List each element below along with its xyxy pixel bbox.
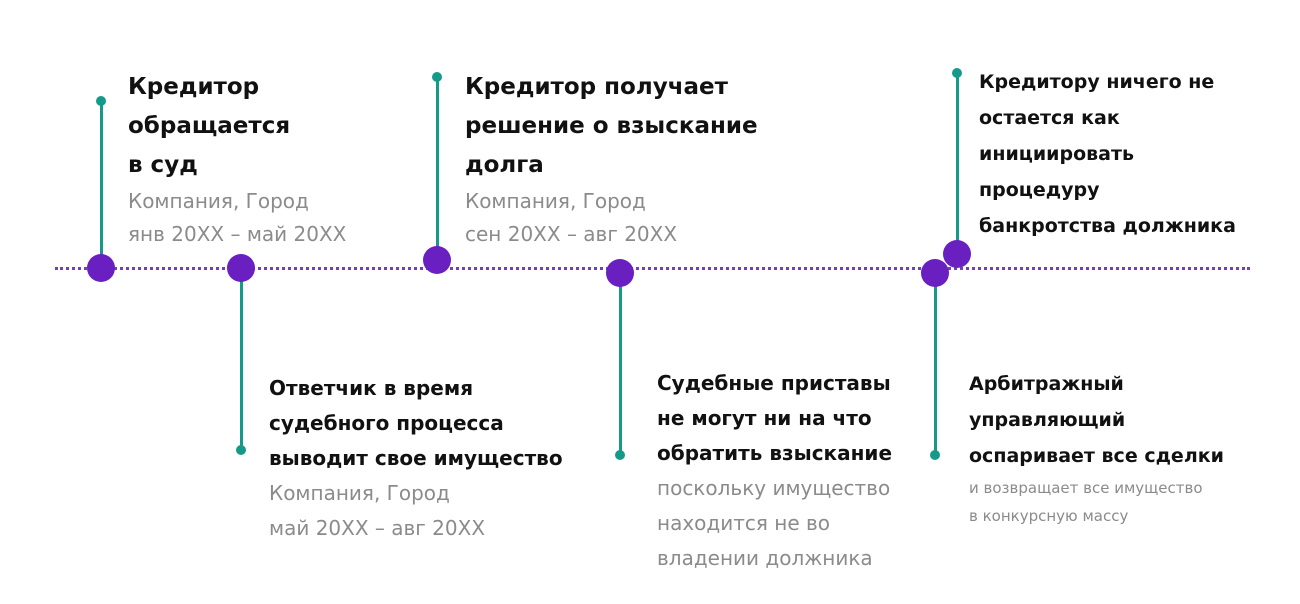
event-subtitle: поскольку имущество находится не во владен…: [657, 471, 892, 576]
event-title-line: Судебные приставы: [657, 371, 891, 395]
event-title-line: процедуру: [979, 179, 1100, 201]
event-stem: [239, 268, 243, 450]
timeline-axis: [55, 267, 1250, 270]
event-title: Ответчик в время судебного процесса выводи…: [269, 371, 563, 476]
event-subtitle-line: поскольку имущество: [657, 476, 891, 500]
event-title-line: обратить взыскание: [657, 441, 893, 465]
event-stem-tip: [930, 450, 940, 460]
event-stem: [435, 77, 439, 260]
event-title-line: обращается: [128, 113, 291, 139]
event-title-line: не могут ни на что: [657, 406, 872, 430]
event-stem: [955, 73, 959, 254]
event-stem-tip: [96, 96, 106, 106]
event-title-line: Ответчик в время: [269, 376, 474, 400]
event-title-line: долга: [465, 152, 544, 178]
event-title: Кредитору ничего не остается как иницииров…: [979, 64, 1236, 244]
event-subtitle-line: в конкурсную массу: [969, 507, 1129, 525]
event-stem-tip: [432, 72, 442, 82]
event-card: Кредитору ничего не остается как иницииров…: [979, 64, 1236, 244]
event-title-line: остается как: [979, 107, 1120, 129]
event-title-line: Кредитору ничего не: [979, 71, 1215, 93]
event-subtitle-line: сен 20XX – авг 20XX: [465, 222, 678, 246]
event-stem-tip: [236, 445, 246, 455]
event-title-line: в суд: [128, 152, 198, 178]
event-card: Судебные приставы не могут ни на что обрат…: [657, 366, 892, 576]
event-title: Кредитор получает решение о взыскание долг…: [465, 68, 758, 185]
event-subtitle: Компания, Город янв 20XX – май 20XX: [128, 185, 346, 251]
event-subtitle: Компания, Город май 20XX – авг 20XX: [269, 476, 563, 546]
event-subtitle-line: находится не во: [657, 511, 831, 535]
event-card: Ответчик в время судебного процесса выводи…: [269, 371, 563, 546]
event-node: [943, 240, 971, 268]
event-node: [227, 254, 255, 282]
event-stem-tip: [952, 68, 962, 78]
event-title: Судебные приставы не могут ни на что обрат…: [657, 366, 892, 471]
event-subtitle: Компания, Город сен 20XX – авг 20XX: [465, 185, 758, 251]
event-subtitle-line: и возвращает все имущество: [969, 479, 1203, 497]
event-subtitle-line: владении должника: [657, 546, 873, 570]
event-title-line: Кредитор: [128, 74, 260, 100]
event-subtitle-line: май 20XX – авг 20XX: [269, 516, 486, 540]
event-stem-tip: [615, 450, 625, 460]
event-node: [87, 254, 115, 282]
event-title-line: инициировать: [979, 143, 1134, 165]
event-title-line: управляющий: [969, 409, 1126, 431]
event-subtitle-line: Компания, Город: [465, 189, 646, 213]
event-title-line: оспаривает все сделки: [969, 445, 1224, 467]
event-title: Арбитражный управляющий оспаривает все сде…: [969, 366, 1224, 474]
event-title: Кредитор обращается в суд: [128, 68, 346, 185]
event-title-line: банкротства должника: [979, 215, 1236, 237]
event-card: Кредитор получает решение о взыскание долг…: [465, 68, 758, 251]
event-title-line: судебного процесса: [269, 411, 504, 435]
event-stem: [933, 273, 937, 455]
event-title-line: Кредитор получает: [465, 74, 728, 100]
event-subtitle: и возвращает все имущество в конкурсную м…: [969, 474, 1224, 530]
event-node: [423, 246, 451, 274]
event-node: [921, 259, 949, 287]
event-card: Арбитражный управляющий оспаривает все сде…: [969, 366, 1224, 530]
event-title-line: выводит свое имущество: [269, 446, 563, 470]
event-subtitle-line: Компания, Город: [269, 481, 450, 505]
event-title-line: решение о взыскание: [465, 113, 758, 139]
event-title-line: Арбитражный: [969, 373, 1124, 395]
event-stem: [99, 101, 103, 268]
event-stem: [618, 273, 622, 455]
event-subtitle-line: янв 20XX – май 20XX: [128, 222, 347, 246]
event-node: [606, 259, 634, 287]
event-subtitle-line: Компания, Город: [128, 189, 309, 213]
